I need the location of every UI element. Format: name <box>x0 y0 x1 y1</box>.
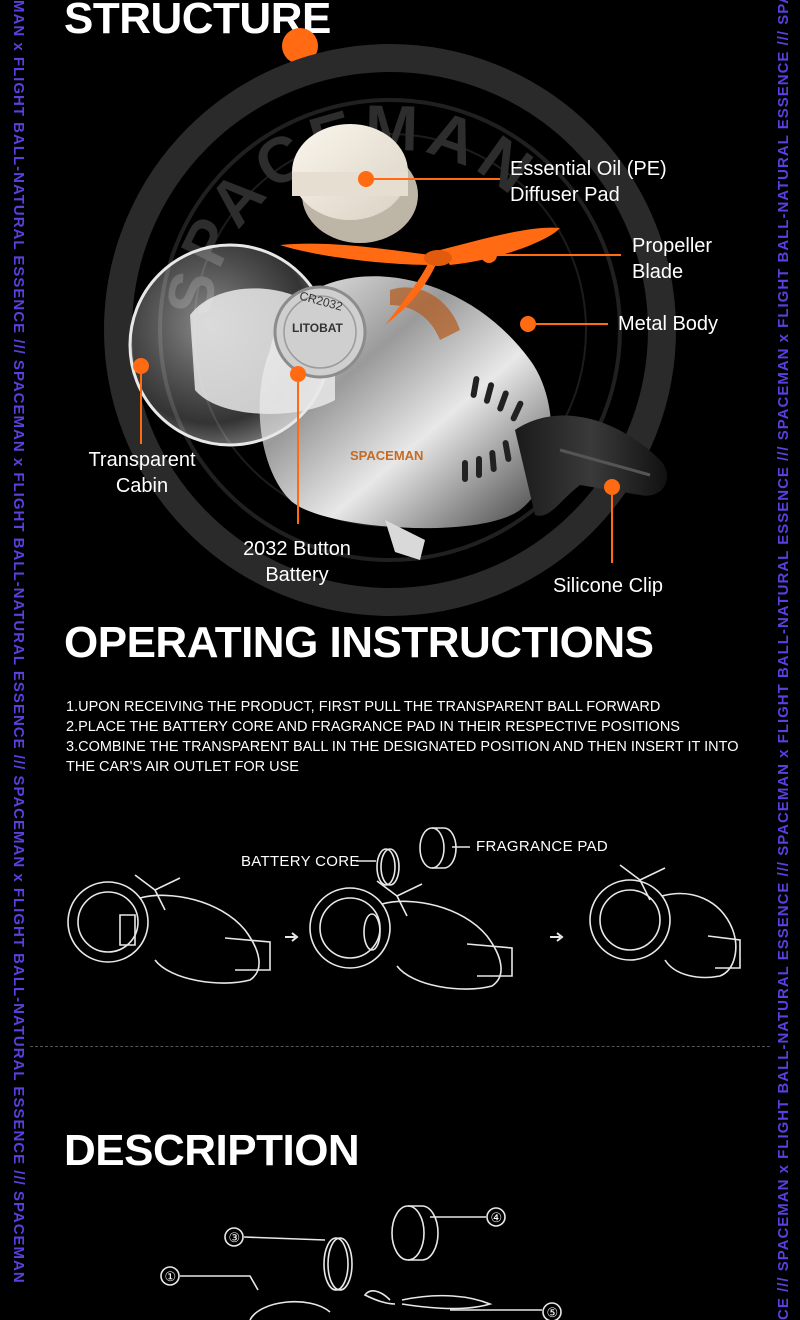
line-propeller <box>497 254 621 256</box>
line-cabin <box>140 374 142 444</box>
dot-battery <box>290 366 306 382</box>
dot-metal-body <box>520 316 536 332</box>
svg-text:①: ① <box>165 1269 177 1284</box>
instructions-title: OPERATING INSTRUCTIONS <box>64 618 654 667</box>
svg-text:SPACEMAN: SPACEMAN <box>350 448 423 463</box>
metal-body-vents <box>462 376 524 482</box>
dot-clip <box>604 479 620 495</box>
svg-text:④: ④ <box>491 1210 503 1225</box>
svg-text:③: ③ <box>229 1230 241 1245</box>
label-fragrance-pad: FRAGRANCE PAD <box>476 838 608 855</box>
svg-text:⑤: ⑤ <box>547 1305 559 1320</box>
description-title: DESCRIPTION <box>64 1126 360 1175</box>
line-metal-body <box>536 323 608 325</box>
instruction-step: 2.PLACE THE BATTERY CORE AND FRAGRANCE P… <box>66 719 680 735</box>
diagram-step-3 <box>589 864 741 979</box>
label-propeller: Propeller Blade <box>632 235 713 283</box>
diagram-step-2 <box>309 880 513 990</box>
dot-propeller <box>481 247 497 263</box>
label-metal-body: Metal Body <box>618 313 719 335</box>
instructions-list: 1.UPON RECEIVING THE PRODUCT, FIRST PULL… <box>66 697 746 777</box>
left-side-strip: MAN x FLIGHT BALL-NATURAL ESSENCE /// SP… <box>0 0 34 1320</box>
right-side-text: CE /// SPACEMAN x FLIGHT BALL-NATURAL ES… <box>775 0 792 1320</box>
line-clip <box>611 495 613 563</box>
diffuser-pad-shape <box>292 124 418 243</box>
line-battery <box>297 382 299 524</box>
instruction-step: 3.COMBINE THE TRANSPARENT BALL IN THE DE… <box>66 739 739 775</box>
structure-product-illustration: SPACEMAN CR2032 LITOBAT <box>128 124 668 560</box>
diagram-step-1 <box>67 874 271 984</box>
label-battery: 2032 Button Battery <box>243 538 351 586</box>
propeller-blade-shape <box>280 227 560 325</box>
section-divider <box>30 1046 770 1047</box>
right-side-strip: CE /// SPACEMAN x FLIGHT BALL-NATURAL ES… <box>766 0 800 1320</box>
dot-cabin <box>133 358 149 374</box>
assembly-diagram <box>67 827 741 990</box>
label-cabin: Transparent Cabin <box>88 449 196 497</box>
silicone-clip-shape <box>515 415 668 516</box>
line-essential-oil <box>374 178 500 180</box>
instruction-step: 1.UPON RECEIVING THE PRODUCT, FIRST PULL… <box>66 699 661 715</box>
button-battery-shape: CR2032 LITOBAT <box>273 285 367 379</box>
description-diagram: ① ③ ④ ⑤ <box>160 1205 562 1320</box>
left-side-text: MAN x FLIGHT BALL-NATURAL ESSENCE /// SP… <box>10 0 27 1284</box>
label-essential-oil: Essential Oil (PE) Diffuser Pad <box>510 158 667 206</box>
dot-essential-oil <box>358 171 374 187</box>
label-battery-core: BATTERY CORE <box>241 853 360 870</box>
label-clip: Silicone Clip <box>553 575 664 597</box>
svg-text:LITOBAT: LITOBAT <box>292 321 344 335</box>
